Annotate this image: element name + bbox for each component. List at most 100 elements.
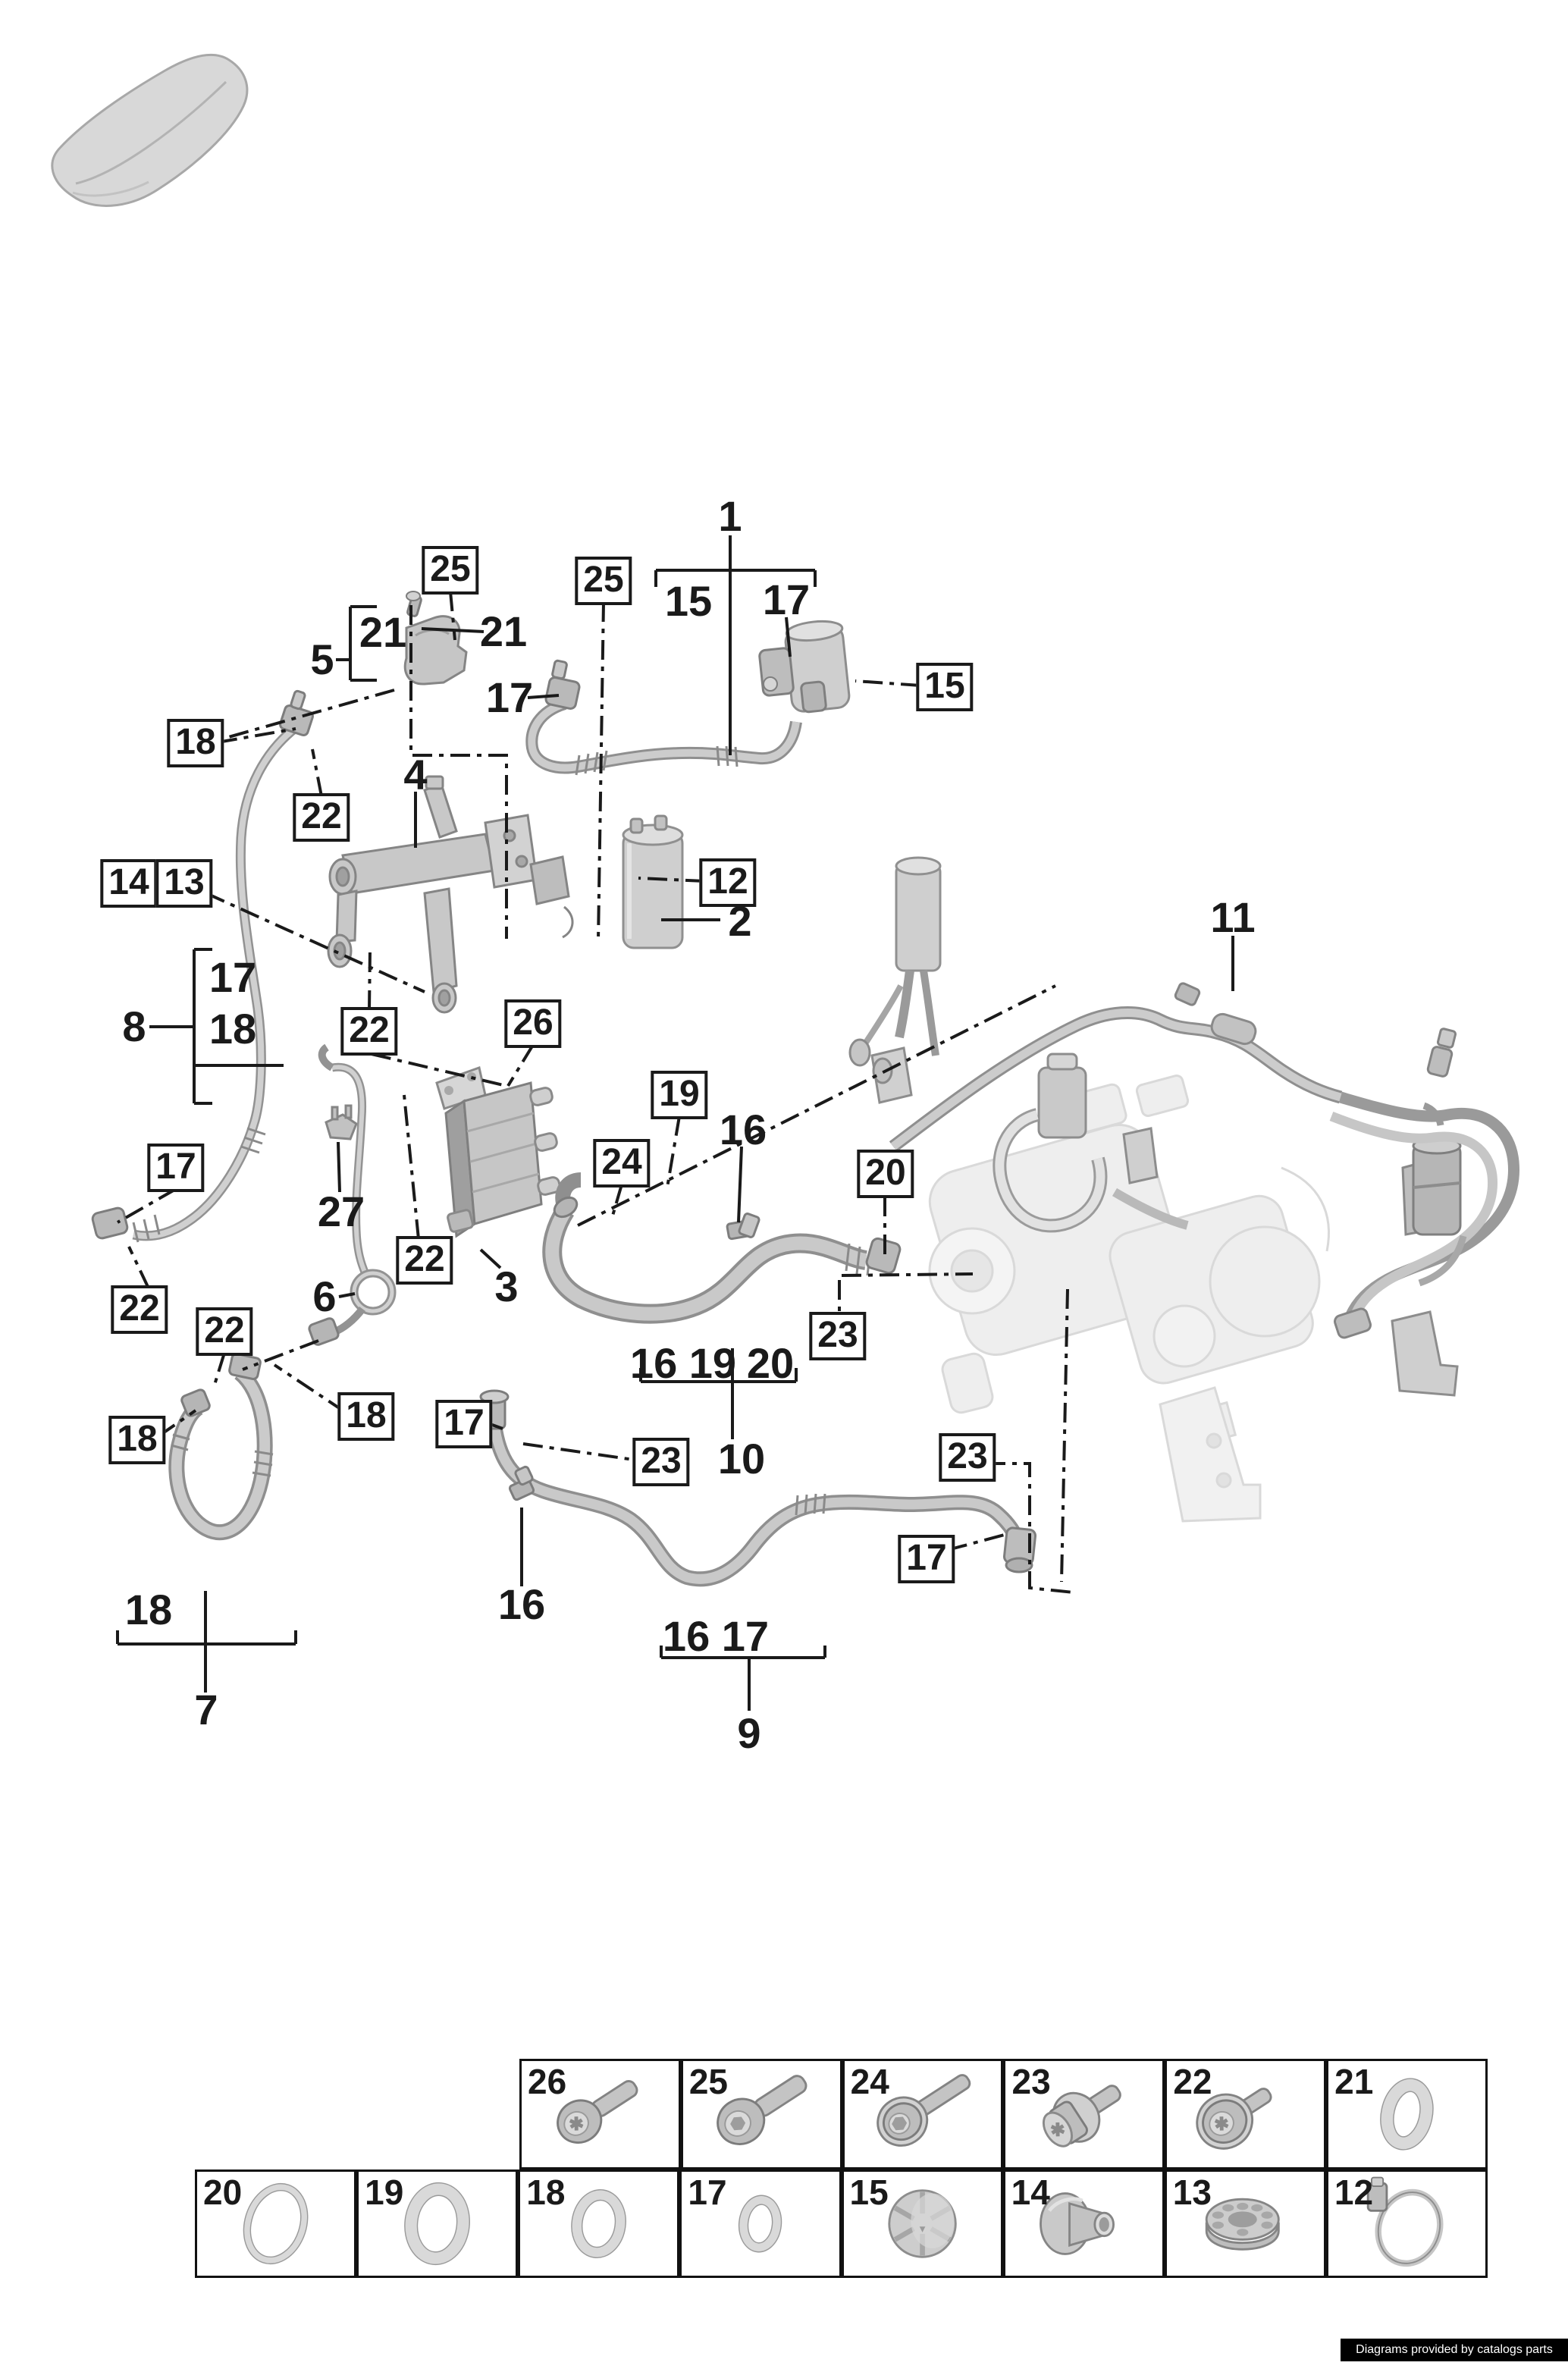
callout-label-4: 4 [403, 751, 428, 798]
rubber-mount-disc-icon [1167, 2172, 1324, 2276]
callout-label-3: 3 [494, 1263, 519, 1310]
legend-cell-14: 14 [1002, 2170, 1165, 2278]
torx-flange-screw-short-icon [1167, 2061, 1324, 2167]
callout-box-25: 25 [422, 546, 479, 595]
hose-1 [525, 659, 802, 776]
callout-box-17: 17 [147, 1144, 205, 1192]
callout-label-17: 17 [209, 953, 257, 1001]
callout-box-25: 25 [575, 557, 632, 605]
callout-box-18: 18 [337, 1392, 395, 1441]
legend-cell-23: 23 [1003, 2059, 1165, 2170]
callout-label-18: 18 [209, 1005, 257, 1053]
socket-pan-head-screw-icon [683, 2061, 840, 2167]
callout-box-23: 23 [632, 1438, 690, 1486]
callout-label-11: 11 [1210, 893, 1256, 941]
pipe-8 [91, 689, 314, 1243]
o-ring-thick-icon [359, 2172, 516, 2276]
callout-label-10: 10 [717, 1435, 766, 1482]
legend-table-row1: 26 25 24 23 22 21 [519, 2059, 1488, 2170]
grommet-plug-icon [1005, 2172, 1162, 2276]
protective-cap-icon [844, 2172, 1001, 2276]
callout-label-2: 2 [728, 897, 752, 945]
callout-box-22: 22 [340, 1007, 398, 1056]
callout-label-27: 27 [317, 1188, 365, 1235]
callout-label-6: 6 [312, 1272, 337, 1320]
callout-label-16-17: 16 17 [662, 1612, 770, 1660]
legend-cell-number: 15 [849, 2173, 889, 2212]
callout-label-17: 17 [762, 576, 811, 623]
o-ring-small-icon [682, 2172, 839, 2276]
callout-label-21: 21 [359, 608, 407, 656]
callout-box-12: 12 [699, 858, 757, 907]
legend-cell-13: 13 [1164, 2170, 1326, 2278]
callout-box-23: 23 [809, 1312, 867, 1360]
flange-socket-screw-long-icon [845, 2061, 1002, 2167]
legend-cell-number: 23 [1011, 2062, 1051, 2101]
callout-box-17: 17 [898, 1535, 955, 1583]
callout-box-14: 14 [100, 859, 158, 908]
watermark-banner: Diagrams provided by catalogs parts [1341, 2339, 1568, 2361]
legend-cell-22: 22 [1165, 2059, 1327, 2170]
watermark-text: Diagrams provided by catalogs parts [1356, 2343, 1553, 2356]
callout-box-15: 15 [916, 663, 974, 711]
legend-cell-number: 22 [1173, 2062, 1212, 2101]
legend-cell-21: 21 [1326, 2059, 1488, 2170]
callout-box-22: 22 [396, 1236, 453, 1285]
hose-10 [542, 1172, 902, 1324]
legend-cell-number: 25 [688, 2062, 728, 2101]
callout-box-18: 18 [108, 1416, 166, 1464]
callout-label-21: 21 [479, 607, 528, 655]
legend-cell-number: 19 [365, 2173, 404, 2212]
callout-box-22: 22 [293, 793, 350, 842]
legend-cell-number: 17 [688, 2173, 727, 2212]
legend-cell-15: 15 [841, 2170, 1003, 2278]
leader-lines-dashed [117, 591, 1074, 1594]
callout-label-16: 16 [497, 1580, 546, 1628]
legend-cell-number: 24 [850, 2062, 889, 2101]
legend-cell-number: 14 [1011, 2173, 1050, 2212]
legend-cell-number: 21 [1334, 2062, 1374, 2101]
pipe-11 [848, 856, 1519, 1397]
o-ring-medium-icon [520, 2172, 677, 2276]
legend-cell-26: 26 [519, 2059, 681, 2170]
callout-box-17: 17 [435, 1400, 493, 1448]
pipe-6 [308, 1043, 397, 1346]
legend-cell-24: 24 [842, 2059, 1004, 2170]
legend-cell-18: 18 [518, 2170, 680, 2278]
legend-cell-number: 26 [528, 2062, 567, 2101]
callout-label-8: 8 [122, 1002, 146, 1050]
callout-label-9: 9 [737, 1709, 761, 1757]
callout-label-1: 1 [718, 492, 742, 540]
clip-27 [325, 1104, 358, 1140]
callout-label-16: 16 [719, 1106, 767, 1153]
hose-clamp-icon [1328, 2172, 1485, 2276]
callout-label-15: 15 [664, 577, 713, 625]
legend-cell-number: 18 [526, 2173, 566, 2212]
callout-box-22: 22 [111, 1285, 168, 1334]
bracket-4 [327, 775, 574, 1014]
callout-box-13: 13 [155, 859, 213, 908]
legend-cell-25: 25 [680, 2059, 842, 2170]
legend-cell-12: 12 [1325, 2170, 1488, 2278]
car-silhouette [51, 54, 249, 207]
callout-box-18: 18 [167, 719, 224, 767]
torx-cylinder-bolt-icon [1005, 2061, 1162, 2167]
torx-pan-head-screw-icon [522, 2061, 679, 2167]
compressor-ghost [928, 1074, 1330, 1523]
muffler-15 [758, 620, 851, 714]
callout-box-26: 26 [504, 999, 562, 1048]
callout-box-24: 24 [593, 1139, 651, 1188]
heat-exchanger-3 [435, 1066, 561, 1238]
callout-label-16-19: 16 19 [629, 1339, 737, 1387]
callout-label-20: 20 [746, 1339, 795, 1387]
callout-label-17: 17 [485, 673, 534, 721]
legend-cell-19: 19 [356, 2170, 519, 2278]
sealing-ring-icon [1328, 2061, 1485, 2167]
callout-box-19: 19 [651, 1071, 708, 1119]
legend-cell-17: 17 [679, 2170, 842, 2278]
o-ring-thin-large-icon [197, 2172, 354, 2276]
hose-7 [168, 1352, 274, 1541]
callout-label-18: 18 [124, 1586, 173, 1633]
callout-label-7: 7 [194, 1686, 218, 1733]
